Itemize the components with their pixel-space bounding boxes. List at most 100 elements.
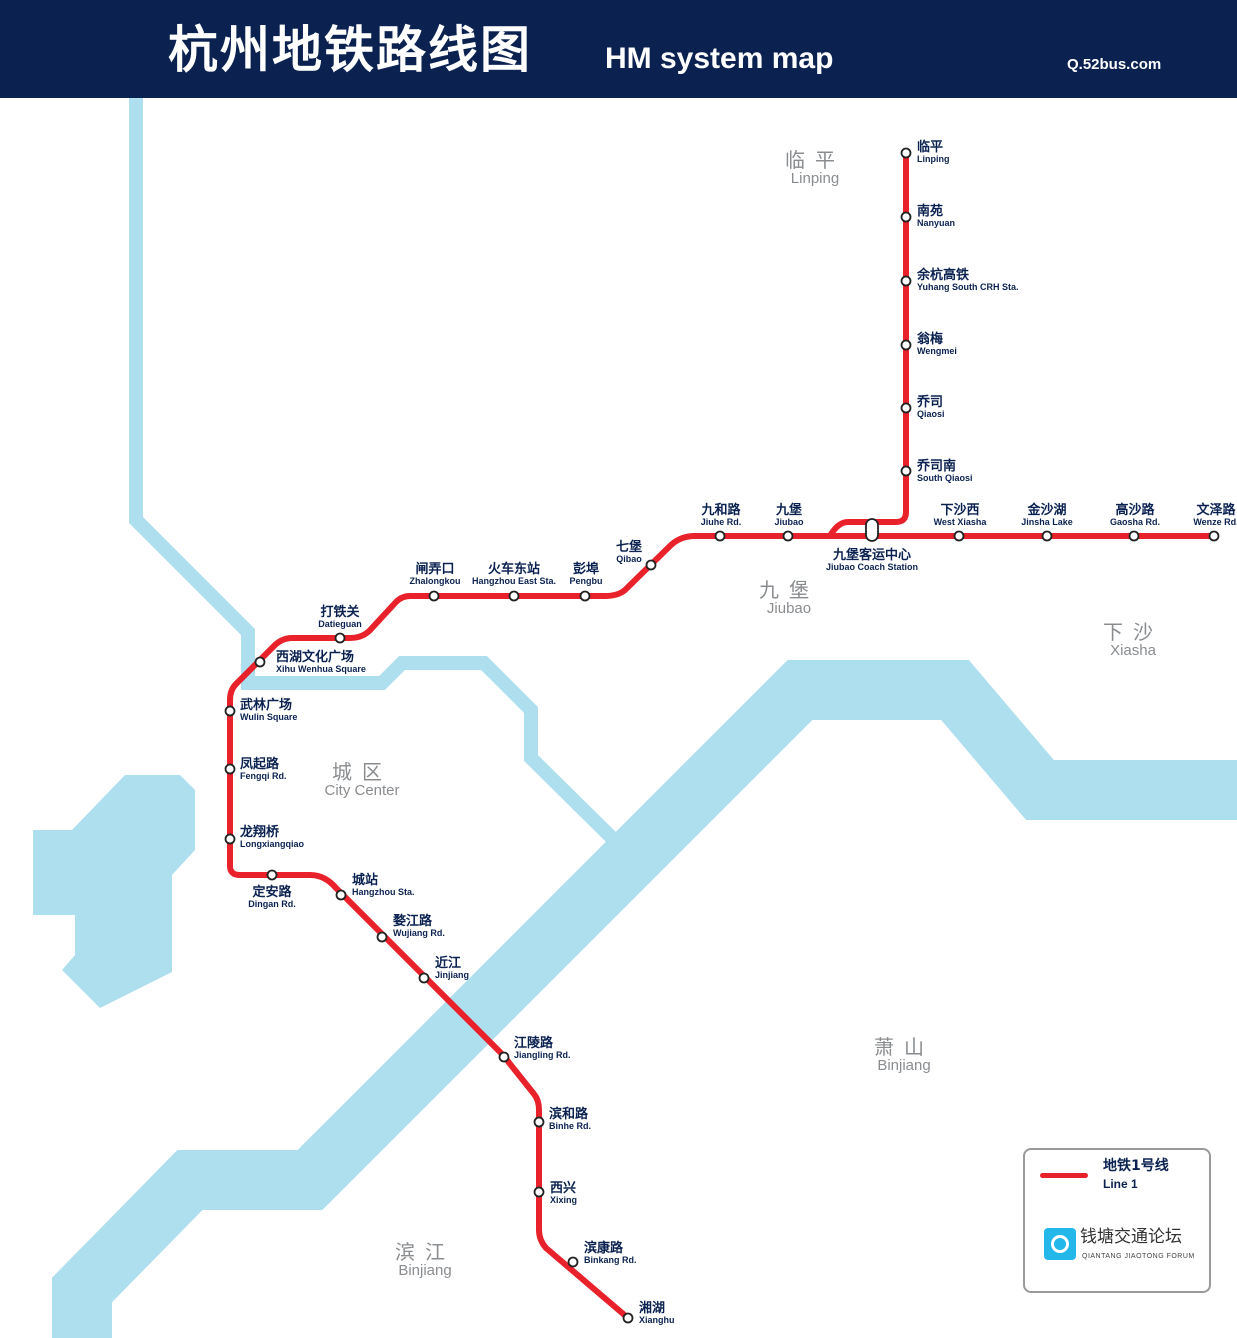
district-name-cn: 滨江 — [395, 1240, 455, 1264]
station-marker[interactable] — [533, 1186, 545, 1198]
station-marker[interactable] — [900, 339, 912, 351]
district-name-en: Binjiang — [398, 1262, 452, 1279]
station-marker[interactable] — [714, 530, 726, 542]
station-marker[interactable] — [900, 402, 912, 414]
station-marker[interactable] — [645, 559, 657, 571]
station-marker[interactable] — [1041, 530, 1053, 542]
station-name-cn: 滨和路 — [549, 1107, 589, 1122]
station-marker[interactable] — [579, 590, 591, 602]
station-marker[interactable] — [335, 889, 347, 901]
station-marker[interactable] — [533, 1116, 545, 1128]
canal — [129, 98, 617, 843]
station-name-cn: 九堡客运中心 — [832, 548, 912, 563]
station-name-cn: 西湖文化广场 — [276, 650, 355, 665]
legend-line-en: Line 1 — [1103, 1177, 1138, 1191]
district-name-cn: 九堡 — [759, 578, 819, 602]
station-name-cn: 武林广场 — [240, 698, 293, 713]
station-name-cn: 余杭高铁 — [917, 268, 970, 283]
station-name-cn: 九堡 — [775, 503, 803, 518]
station-name-en: Zhalongkou — [409, 576, 461, 586]
station-marker[interactable] — [224, 705, 236, 717]
station-name-en: Jiangling Rd. — [514, 1050, 571, 1060]
lake — [33, 775, 195, 1008]
station-marker[interactable] — [334, 632, 346, 644]
station-name-en: Xihu Wenhua Square — [276, 664, 366, 674]
station-name-en: Wenze Rd. — [1193, 517, 1237, 527]
station-name-en: Fengqi Rd. — [240, 771, 287, 781]
station-name-en: West Xiasha — [933, 517, 987, 527]
station-name-en: Wujiang Rd. — [393, 928, 445, 938]
station-marker[interactable] — [900, 211, 912, 223]
station-marker[interactable] — [428, 590, 440, 602]
station-marker[interactable] — [953, 530, 965, 542]
station-marker[interactable] — [376, 931, 388, 943]
station-name-cn: 江陵路 — [514, 1036, 554, 1051]
station-marker[interactable] — [266, 869, 278, 881]
station-marker[interactable] — [254, 656, 266, 668]
station-marker[interactable] — [1128, 530, 1140, 542]
station-name-en: Jiuhe Rd. — [700, 517, 742, 527]
district-name-cn: 临平 — [785, 148, 845, 172]
station-marker[interactable] — [900, 275, 912, 287]
map-title-en: HM system map — [605, 42, 834, 75]
station-name-cn: 临平 — [917, 140, 944, 155]
station-name-en: Qiaosi — [917, 409, 945, 419]
station-name-cn: 近江 — [435, 956, 462, 971]
station-marker[interactable] — [782, 530, 794, 542]
station-marker[interactable] — [900, 465, 912, 477]
station-marker[interactable] — [224, 763, 236, 775]
station-marker[interactable] — [567, 1256, 579, 1268]
station-marker[interactable] — [418, 972, 430, 984]
station-marker[interactable] — [622, 1312, 634, 1324]
station-marker[interactable] — [498, 1051, 510, 1063]
station-name-cn: 彭埠 — [572, 562, 599, 577]
station-name-en: Longxiangqiao — [240, 839, 304, 849]
station-marker[interactable] — [224, 833, 236, 845]
station-name-cn: 打铁关 — [320, 605, 360, 620]
station-name-en: Jiubao — [774, 517, 804, 527]
station-name-en: Nanyuan — [917, 218, 956, 228]
station-marker[interactable] — [508, 590, 520, 602]
site-link[interactable]: Q.52bus.com — [1067, 56, 1162, 73]
station-name-en: South Qiaosi — [917, 473, 973, 483]
interchange-marker[interactable] — [865, 518, 879, 542]
water-bodies — [33, 98, 1237, 1338]
station-marker[interactable] — [900, 147, 912, 159]
station-marker[interactable] — [1208, 530, 1220, 542]
